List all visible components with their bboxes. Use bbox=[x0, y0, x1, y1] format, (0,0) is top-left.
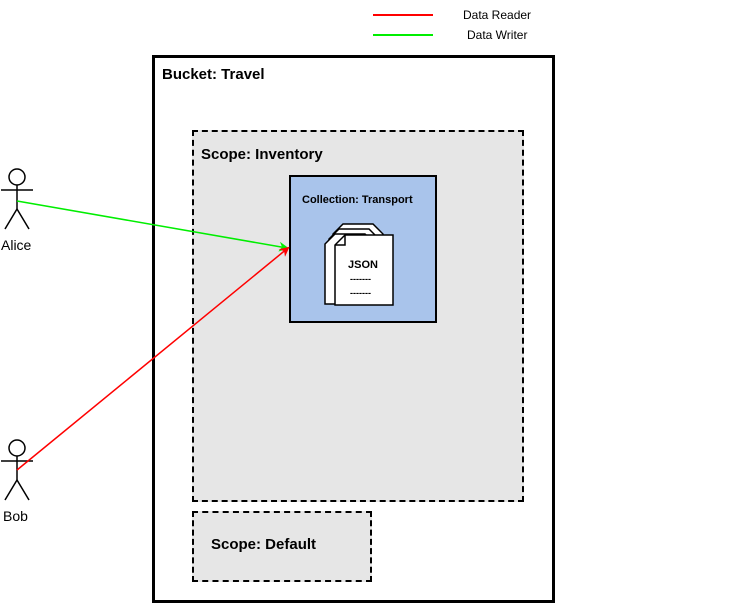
alice-label: Alice bbox=[1, 237, 32, 253]
collection-title: Collection: Transport bbox=[302, 194, 413, 206]
scope-default bbox=[192, 511, 372, 582]
scope-default-title: Scope: Default bbox=[211, 536, 317, 553]
legend-writer-label: Data Writer bbox=[467, 28, 528, 42]
document-json-label: JSON bbox=[348, 259, 378, 271]
scope-inventory-title: Scope: Inventory bbox=[201, 146, 323, 163]
json-document-icon bbox=[324, 223, 394, 306]
legend-writer-line bbox=[373, 34, 433, 36]
document-line-1: ------- bbox=[350, 274, 371, 284]
alice-actor-icon bbox=[1, 168, 33, 230]
writer-arrow bbox=[16, 200, 289, 252]
reader-arrow bbox=[16, 246, 290, 471]
bucket-title: Bucket: Travel bbox=[162, 66, 265, 83]
document-line-2: ------- bbox=[350, 288, 371, 298]
legend-reader-line bbox=[373, 14, 433, 16]
bob-label: Bob bbox=[3, 508, 28, 524]
legend-reader-label: Data Reader bbox=[463, 8, 532, 22]
